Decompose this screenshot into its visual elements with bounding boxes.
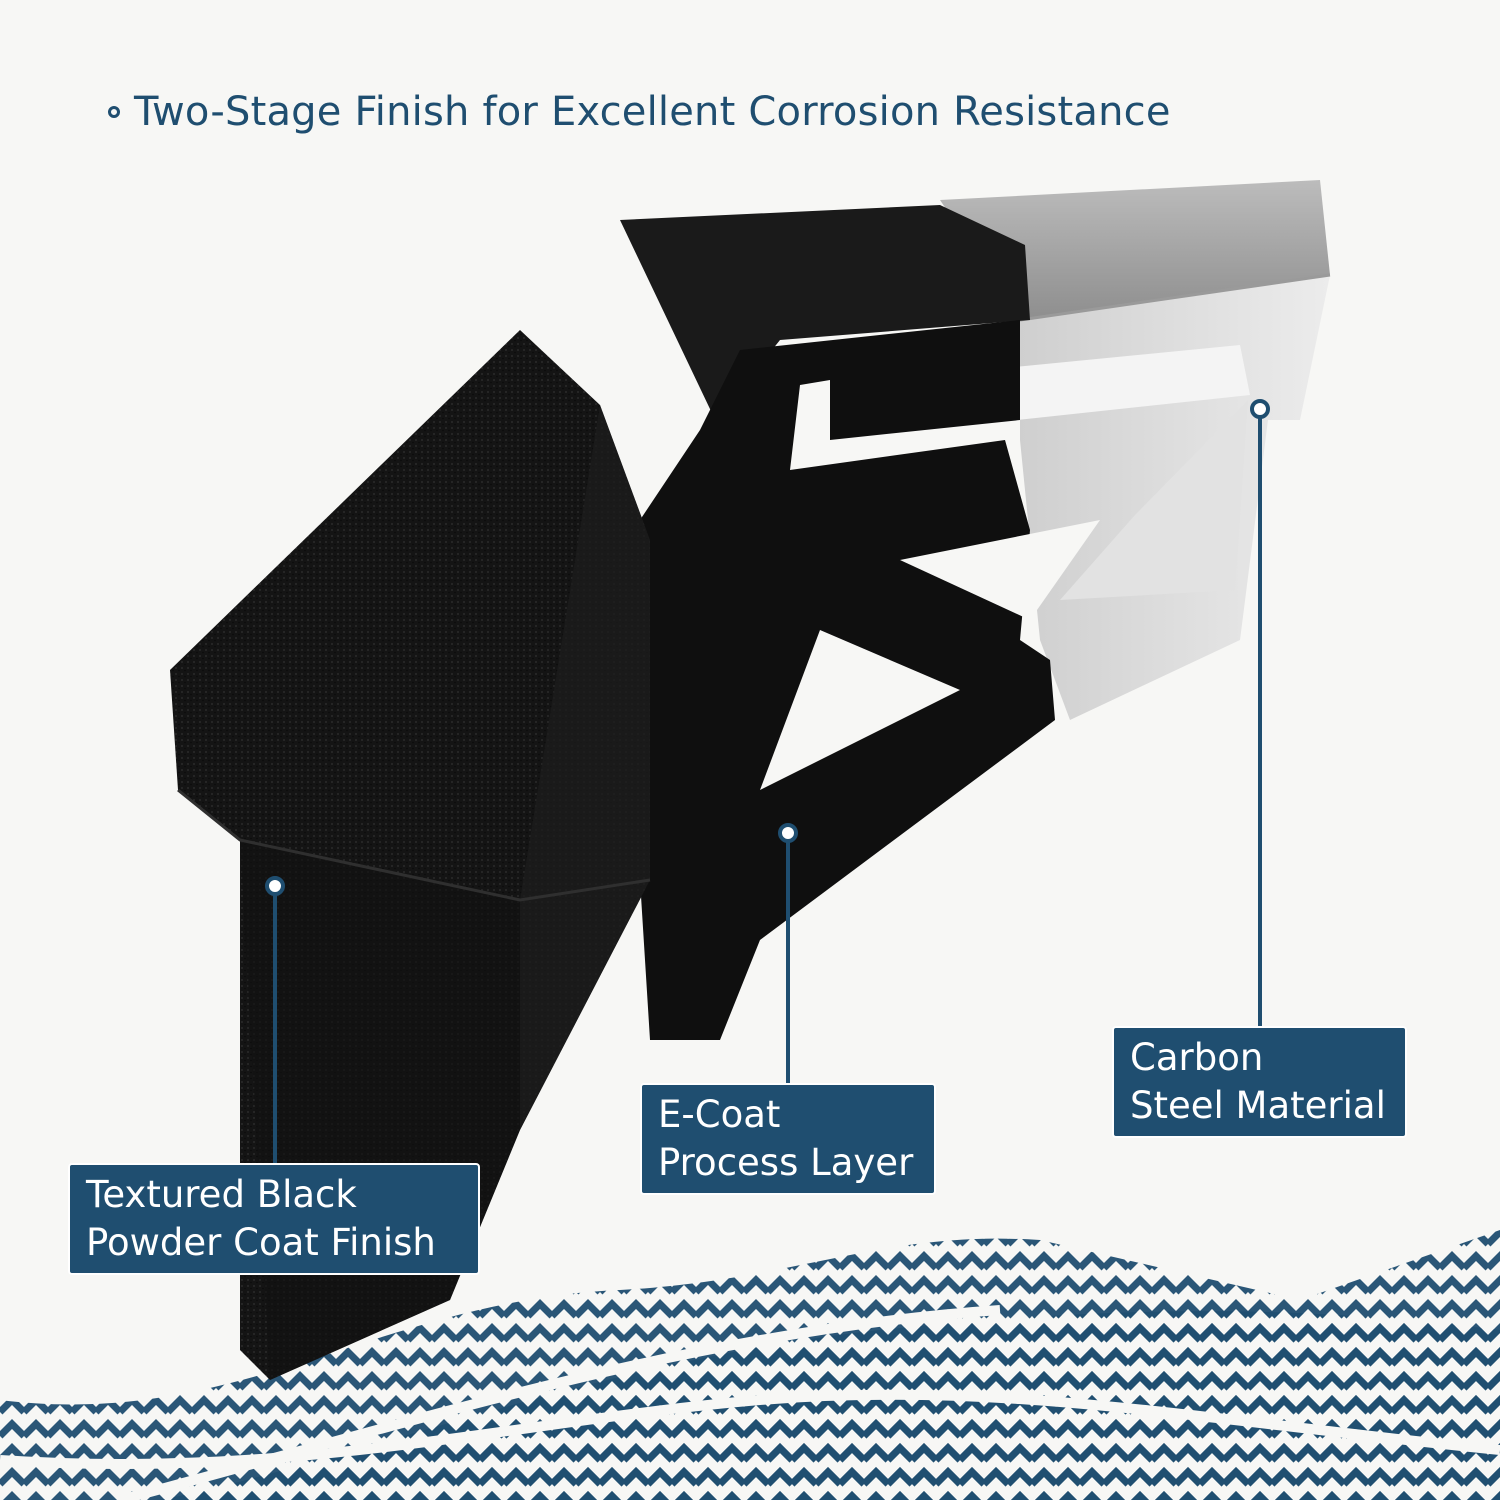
callout-carbon-steel-line-2: Steel Material (1130, 1084, 1386, 1127)
callout-e-coat: E-Coat Process Layer (640, 1083, 936, 1195)
headline-text: Two-Stage Finish for Excellent Corrosion… (134, 89, 1171, 135)
callout-powder-coat-line-1: Textured Black (86, 1173, 357, 1216)
ring-bullet-icon (108, 106, 120, 118)
callout-carbon-steel-line-1: Carbon (1130, 1036, 1264, 1079)
page-headline: Two-Stage Finish for Excellent Corrosion… (108, 84, 1171, 140)
callout-e-coat-line-2: Process Layer (658, 1141, 914, 1184)
callout-carbon-steel: Carbon Steel Material (1112, 1026, 1407, 1138)
callout-leaders (265, 399, 1270, 1163)
tire-tread-decoration (0, 1230, 1500, 1500)
callout-e-coat-line-1: E-Coat (658, 1093, 781, 1136)
callout-powder-coat: Textured Black Powder Coat Finish (68, 1163, 480, 1275)
callout-powder-coat-line-2: Powder Coat Finish (86, 1221, 436, 1264)
e-coat-bracket-section (620, 205, 1100, 1040)
